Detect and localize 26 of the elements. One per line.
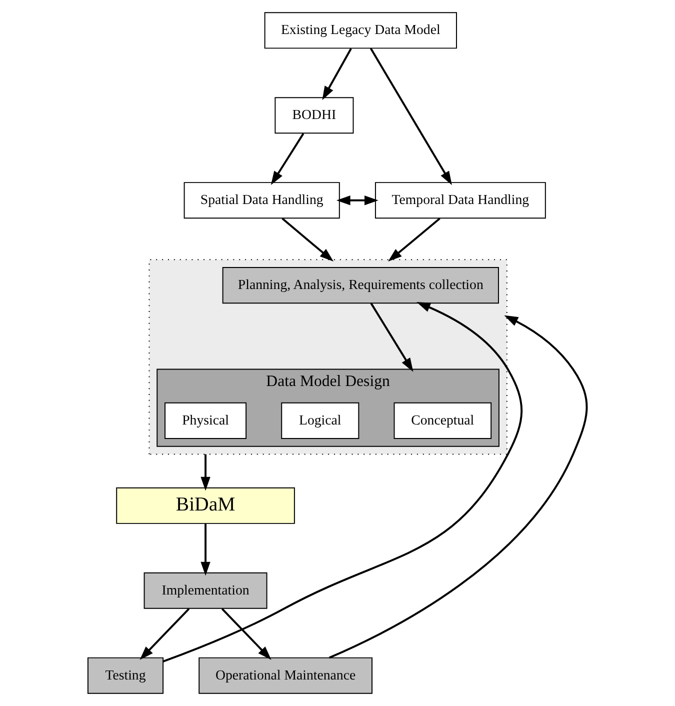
arrow [282, 218, 334, 262]
node-box: Physical [164, 402, 247, 439]
arrow [221, 608, 272, 660]
node-box: BiDaM [116, 487, 295, 524]
node-box: Conceptual [394, 402, 492, 439]
node-box: Existing Legacy Data Model [264, 12, 457, 49]
node-box: Spatial Data Handling [184, 182, 340, 219]
cluster [148, 259, 508, 455]
node-box: Temporal Data Handling [374, 182, 546, 219]
arrow [322, 48, 352, 100]
arrow [200, 524, 210, 576]
node-box: Implementation [144, 572, 268, 609]
node-box: BODHI [274, 97, 354, 134]
arrow [370, 302, 414, 372]
node-box: Operational Maintenance [198, 657, 372, 694]
arrow [336, 196, 378, 206]
node-box: Logical [281, 402, 360, 439]
arrow [388, 218, 440, 262]
arrow [200, 454, 210, 491]
arrow [328, 315, 588, 659]
node-box: Testing [87, 657, 164, 694]
arrow [270, 133, 304, 185]
arrow [370, 48, 452, 186]
arrow [140, 608, 190, 660]
node-box: Planning, Analysis, Requirements collection [222, 267, 499, 304]
arrow [162, 302, 523, 662]
